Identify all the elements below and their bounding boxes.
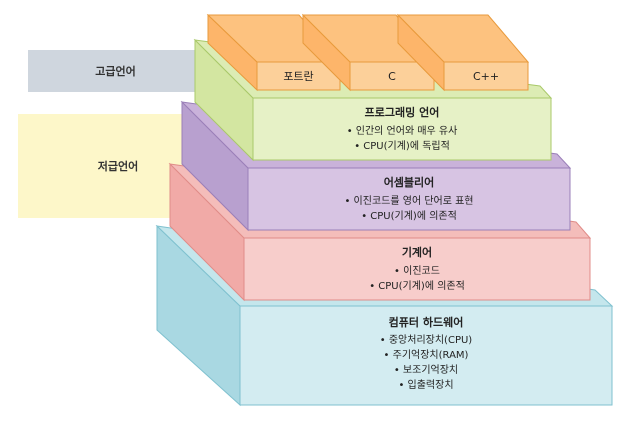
machine-language-bullet: • CPU(기계)에 의존적 (369, 281, 465, 292)
assembly-language-bullet: • CPU(기계)에 의존적 (361, 211, 457, 222)
hardware-bullet: • 보조기억장치 (393, 365, 459, 376)
cpp-label: C++ (472, 69, 500, 83)
hardware-bullet: • 입출력장치 (398, 380, 454, 391)
programming-language-title: 프로그래밍 언어 (364, 106, 440, 119)
hardware-bullet: • 주기억장치(RAM) (383, 350, 469, 361)
machine-language-text: 기계어 • 이진코드 • CPU(기계)에 의존적 (244, 244, 590, 294)
high-level-language-tag: 고급언어 (28, 50, 203, 92)
machine-layer-front (243, 237, 591, 301)
programming-layer-front (252, 97, 552, 161)
programming-language-bullet: • 인간의 언어와 매우 유사 (346, 126, 458, 137)
machine-language-bullet: • 이진코드 (394, 266, 440, 277)
assembly-language-text: 어셈블리어 • 이진코드를 영어 단어로 표현 • CPU(기계)에 의존적 (248, 174, 570, 224)
assembly-layer-front (247, 167, 571, 231)
programming-language-bullet: • CPU(기계)에 독립적 (354, 141, 450, 152)
c-label: C (388, 69, 396, 83)
assembly-language-bullet: • 이진코드를 영어 단어로 표현 (344, 196, 474, 207)
hardware-title: 컴퓨터 하드웨어 (388, 316, 464, 329)
cpp-box-front (443, 61, 529, 91)
low-level-language-label: 저급언어 (97, 160, 139, 173)
machine-language-title: 기계어 (401, 246, 433, 259)
hardware-bullet: • 중앙처리장치(CPU) (379, 335, 473, 346)
fortran-label: 포트란 (283, 70, 314, 83)
high-level-language-label: 고급언어 (95, 65, 136, 78)
assembly-language-title: 어셈블리어 (383, 176, 435, 189)
hardware-layer-front (239, 305, 613, 406)
programming-language-text: 프로그래밍 언어 • 인간의 언어와 매우 유사 • CPU(기계)에 독립적 (253, 104, 551, 154)
c-box-front (349, 61, 435, 91)
hardware-text: 컴퓨터 하드웨어 • 중앙처리장치(CPU) • 주기억장치(RAM) • 보조… (240, 314, 612, 393)
